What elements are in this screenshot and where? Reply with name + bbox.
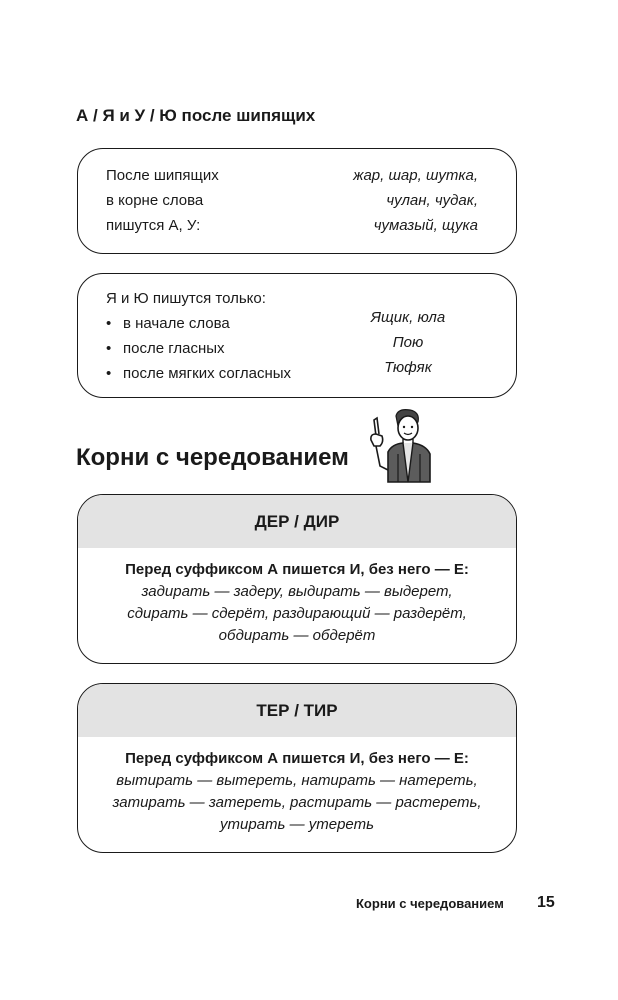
teacher-illustration <box>370 409 431 483</box>
rule-header: ТЕР / ТИР <box>78 684 516 737</box>
rule-heading: Я и Ю пишутся только: <box>106 290 266 307</box>
examples: задирать — задеру, выдирать — выдерет, с… <box>78 581 516 647</box>
rule-text: Перед суффиксом А пишется И, без него — … <box>125 561 469 578</box>
rule-line: После шипящих <box>106 167 219 184</box>
example-line: чумазый, щука <box>373 217 478 234</box>
rule-box-after-sibilants: После шипящих в корне слова пишутся А, У… <box>77 148 517 254</box>
examples: вытирать — вытереть, натирать — натереть… <box>78 770 516 836</box>
rule-line: в корне слова <box>106 192 204 209</box>
bullet-item: после мягких согласных <box>106 361 291 386</box>
rule-box-der-dir: ДЕР / ДИР Перед суффиксом А пишется И, б… <box>77 494 517 664</box>
examples: жар, шар, шутка, чулан, чудак, чумазый, … <box>353 163 478 238</box>
rule-box-ya-yu: Я и Ю пишутся только: в начале слова пос… <box>77 273 517 398</box>
bullet-item: после гласных <box>106 336 291 361</box>
example-line: Пою <box>392 334 424 351</box>
example-line: Ящик, юла <box>370 309 446 326</box>
main-title: Корни с чередованием <box>76 444 349 471</box>
example-line: задирать — задеру, выдирать — выдерет, <box>141 583 453 600</box>
example-line: обдирать — обдерёт <box>218 627 376 644</box>
rule-text: Перед суффиксом А пишется И, без него — … <box>125 750 469 767</box>
bullet-item: в начале слова <box>106 311 291 336</box>
rule-header: ДЕР / ДИР <box>78 495 516 548</box>
page-number: 15 <box>537 894 555 911</box>
examples: Ящик, юла Пою Тюфяк <box>348 305 468 380</box>
example-line: утирать — утереть <box>220 816 374 833</box>
example-line: Тюфяк <box>384 359 432 376</box>
rule-text: После шипящих в корне слова пишутся А, У… <box>106 163 219 238</box>
running-title: Корни с чередованием <box>356 896 504 911</box>
rule-line: пишутся А, У: <box>106 217 201 234</box>
example-line: чулан, чудак, <box>386 192 478 209</box>
rule-box-ter-tir: ТЕР / ТИР Перед суффиксом А пишется И, б… <box>77 683 517 853</box>
section-title: А / Я и У / Ю после шипящих <box>76 106 316 125</box>
example-line: затирать — затереть, растирать — растере… <box>112 794 482 811</box>
example-line: жар, шар, шутка, <box>353 167 478 184</box>
example-line: вытирать — вытереть, натирать — натереть… <box>116 772 478 789</box>
example-line: сдирать — сдерёт, раздирающий — раздерёт… <box>127 605 467 622</box>
bullet-list: в начале слова после гласных после мягки… <box>106 311 291 386</box>
